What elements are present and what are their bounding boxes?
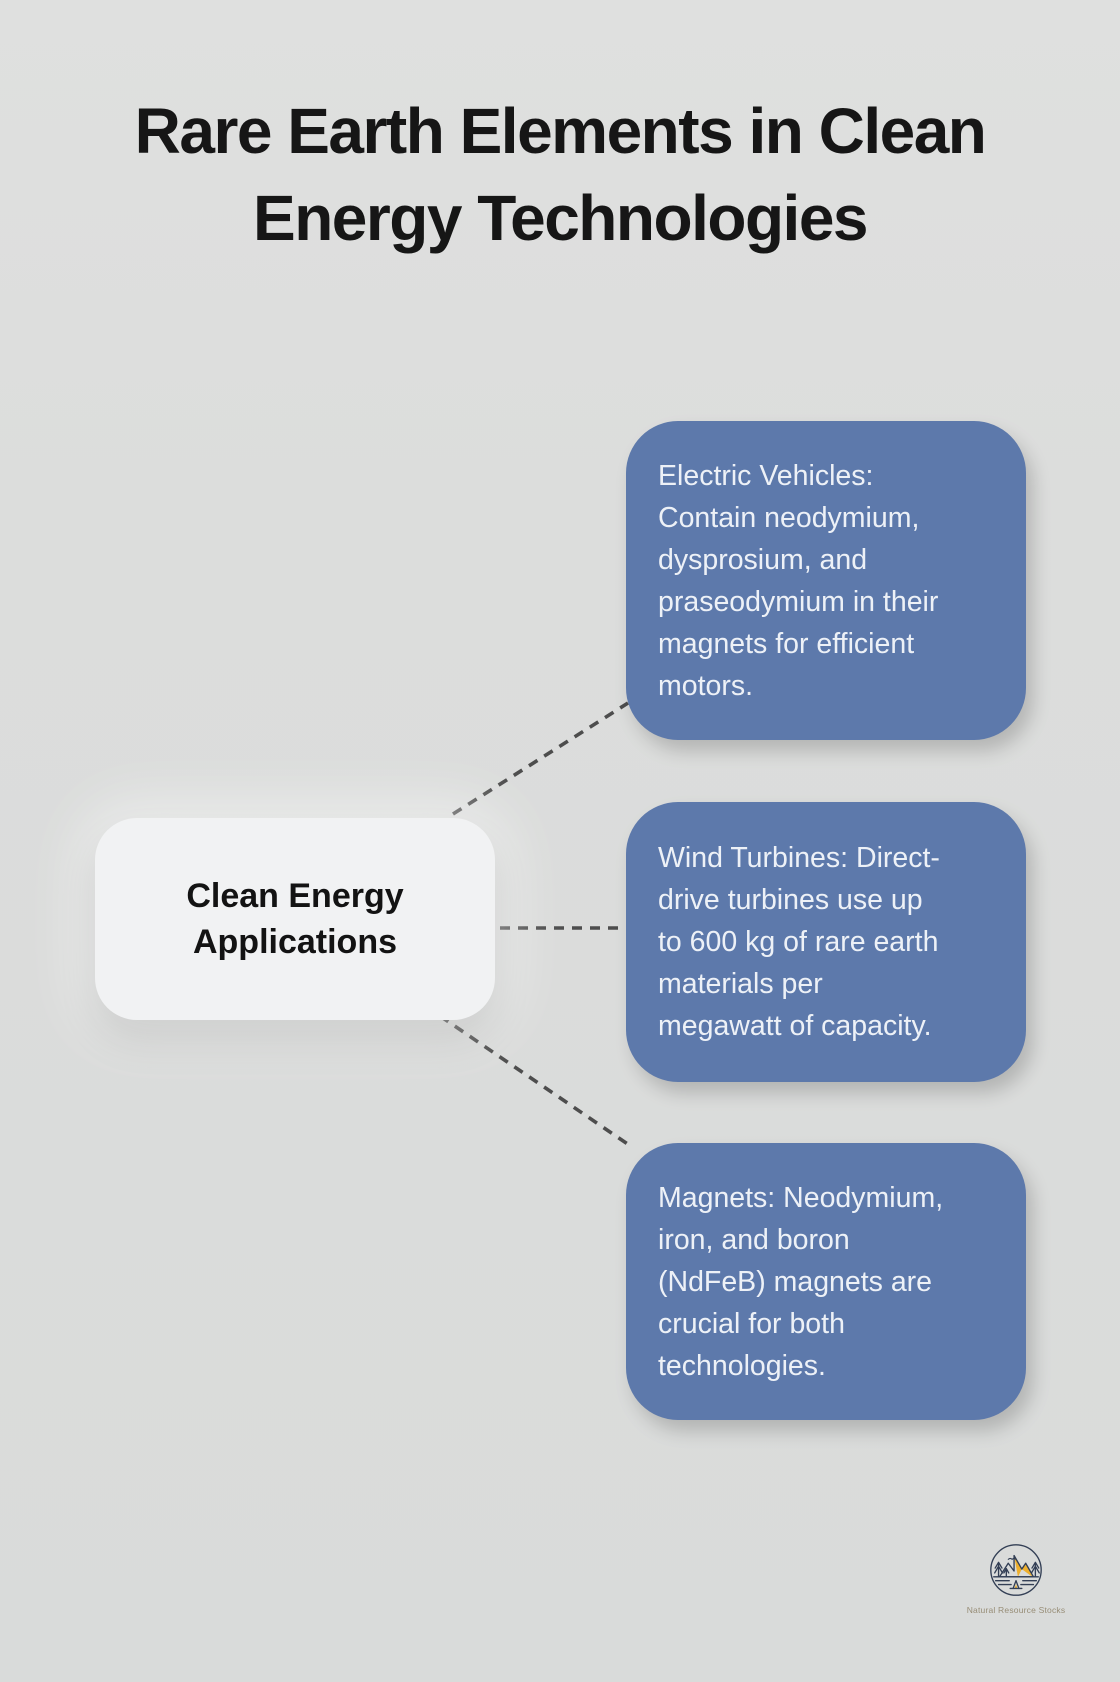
brand-name: Natural Resource Stocks <box>966 1605 1066 1615</box>
brand-footer: Natural Resource Stocks <box>954 1540 1078 1615</box>
card-wind-turbines-text: Wind Turbines: Direct- drive turbines us… <box>658 842 940 1042</box>
card-electric-vehicles-text: Electric Vehicles: Contain neodymium, dy… <box>658 459 939 702</box>
central-node: Clean Energy Applications <box>95 818 495 1020</box>
card-magnets: Magnets: Neodymium, iron, and boron (NdF… <box>626 1143 1026 1420</box>
card-wind-turbines: Wind Turbines: Direct- drive turbines us… <box>626 802 1026 1082</box>
central-node-label: Clean Energy Applications <box>186 877 404 961</box>
nature-emblem-logo-icon <box>990 1544 1042 1596</box>
card-magnets-text: Magnets: Neodymium, iron, and boron (NdF… <box>658 1181 944 1382</box>
card-electric-vehicles: Electric Vehicles: Contain neodymium, dy… <box>626 421 1026 740</box>
connector-bottom <box>438 1014 634 1149</box>
connector-top <box>452 701 629 816</box>
page-title: Rare Earth Elements in Clean Energy Tech… <box>134 95 987 254</box>
